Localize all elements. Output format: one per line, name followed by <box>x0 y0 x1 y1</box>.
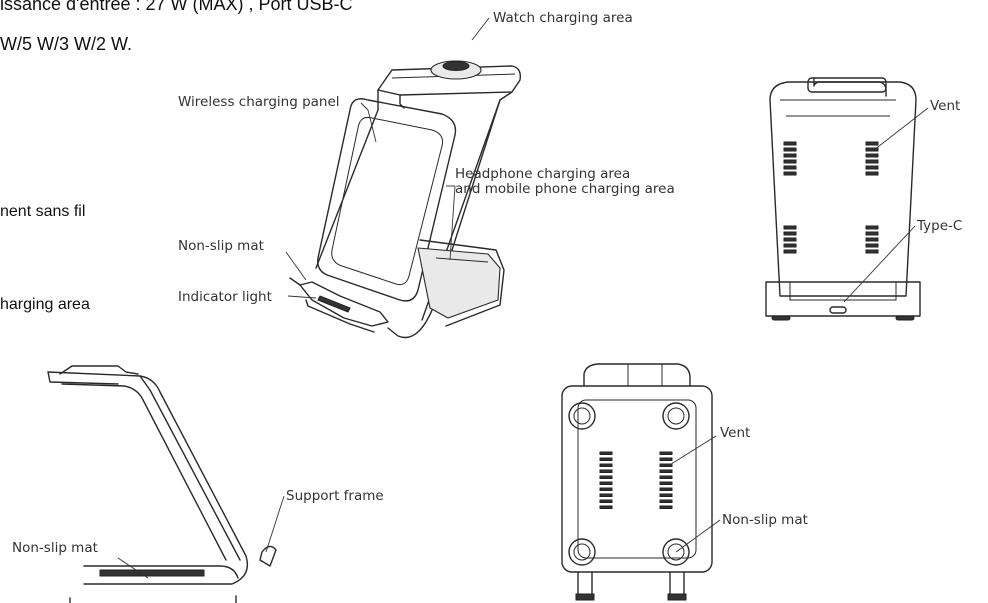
label-wireless-charging-panel: Wireless charging panel <box>178 94 340 110</box>
label-non-slip-mat-front: Non-slip mat <box>178 238 264 254</box>
text-fragment-charging-area: harging area <box>0 296 90 313</box>
charger-side-view <box>47 365 277 603</box>
label-type-c: Type-C <box>916 218 962 234</box>
label-indicator-light: Indicator light <box>178 289 272 305</box>
vent-grille-back-right <box>865 141 879 254</box>
charger-perspective-view <box>289 60 522 339</box>
charger-back-view <box>765 77 921 321</box>
label-vent-back: Vent <box>930 98 960 114</box>
rubber-feet <box>568 402 690 566</box>
charger-bottom-view <box>561 363 713 601</box>
text-fragment-watts: W/5 W/3 W/2 W. <box>0 34 133 54</box>
label-headphone-area-line2: and mobile phone charging area <box>455 181 675 197</box>
label-support-frame: Support frame <box>286 488 384 504</box>
text-fragment-wireless: nent sans fil <box>0 203 86 220</box>
vent-grille-back-left <box>783 141 797 254</box>
label-watch-charging-area: Watch charging area <box>493 10 633 26</box>
label-non-slip-mat-side: Non-slip mat <box>12 540 98 556</box>
label-vent-bottom: Vent <box>720 425 750 441</box>
label-non-slip-mat-bottom: Non-slip mat <box>722 512 808 528</box>
label-headphone-area-line1: Headphone charging area <box>455 166 630 182</box>
text-fragment-power: issance d'entrée : 27 W (MAX) , Port USB… <box>0 0 353 14</box>
vent-grille-bottom <box>599 451 673 509</box>
